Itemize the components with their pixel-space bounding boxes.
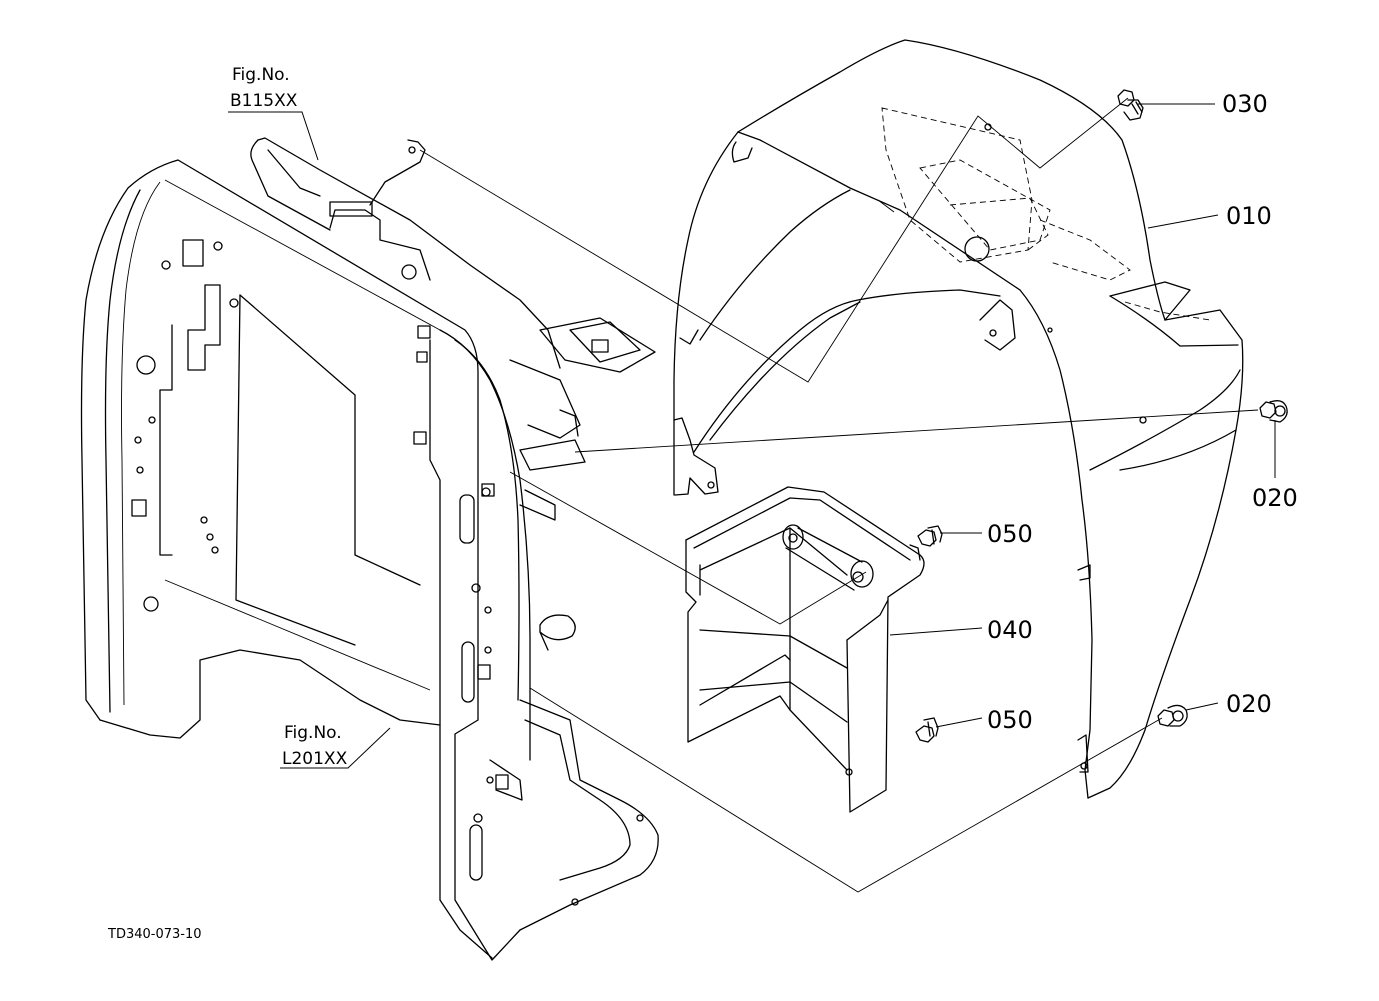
part-label-020-lower: 020 xyxy=(1226,690,1272,718)
bolt-050-lower xyxy=(915,717,939,743)
part-label-010: 010 xyxy=(1226,202,1272,230)
part-label-050-lower: 050 xyxy=(987,706,1033,734)
cover-panel-040 xyxy=(685,486,925,813)
part-label-050-upper: 050 xyxy=(987,520,1033,548)
bolt-030 xyxy=(1117,89,1144,121)
fig-ref-label-1: Fig.No. xyxy=(232,65,290,85)
fig-ref-code-1: B115XX xyxy=(230,91,298,111)
drawing-code: TD340-073-10 xyxy=(107,927,202,942)
fig-ref-label-2: Fig.No. xyxy=(284,723,342,743)
leader-lines xyxy=(228,103,1276,769)
fig-ref-code-2: L201XX xyxy=(282,749,348,769)
part-label-040: 040 xyxy=(987,616,1033,644)
cabin-frame xyxy=(80,137,659,961)
part-label-030: 030 xyxy=(1222,90,1268,118)
bolt-020-lower xyxy=(1157,704,1188,727)
bolt-020-upper xyxy=(1259,400,1288,423)
assembly-lines xyxy=(419,97,1259,893)
part-label-020-upper: 020 xyxy=(1252,484,1298,512)
bolt-050-upper xyxy=(917,525,943,547)
